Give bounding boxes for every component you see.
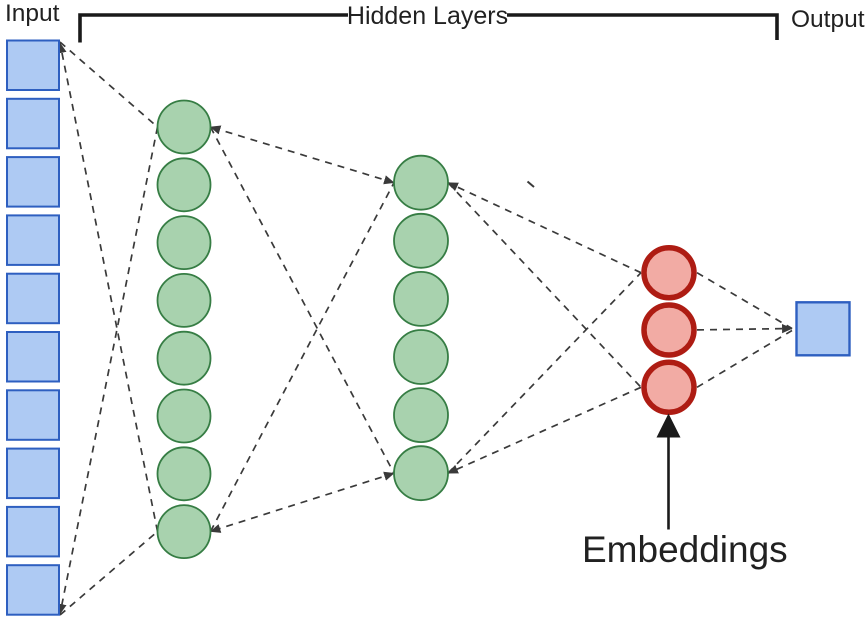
hidden1-neuron <box>156 504 212 559</box>
output-layer-group <box>795 301 851 357</box>
connector-line <box>447 182 642 388</box>
connector-line <box>57 126 159 615</box>
hidden1-neuron <box>156 157 212 213</box>
hidden1-neuron <box>156 388 212 444</box>
hidden2-neuron <box>393 329 449 385</box>
connector-line <box>209 182 395 532</box>
input-node <box>6 331 60 383</box>
hidden-layers-label: Hidden Layers <box>347 2 508 30</box>
hidden1-neuron <box>156 215 212 271</box>
embedding-neuron <box>641 244 697 301</box>
hidden1-neuron <box>156 446 212 502</box>
embeddings-label: Embeddings <box>582 529 788 570</box>
hidden-layer-2-group <box>393 154 449 502</box>
connections-group <box>57 41 793 616</box>
embedding-neuron <box>641 302 697 358</box>
embedding-neuron <box>641 359 697 416</box>
input-node <box>6 272 60 325</box>
connector-line <box>696 271 793 330</box>
input-layer-group <box>6 39 60 616</box>
connector-line <box>447 272 642 474</box>
input-node <box>6 214 60 266</box>
hidden2-neuron <box>393 270 449 327</box>
input-node <box>6 505 60 558</box>
stray-mark <box>526 180 535 188</box>
hidden1-neuron <box>156 272 212 328</box>
input-node <box>6 97 60 150</box>
connector-line <box>696 329 793 389</box>
hidden1-neuron <box>156 99 212 155</box>
embeddings-arrow <box>656 413 681 530</box>
connector-line <box>209 471 395 533</box>
connector-line <box>447 386 642 474</box>
connector-line <box>696 324 793 334</box>
hidden-layers-bracket-right <box>507 13 779 40</box>
hidden2-neuron <box>393 445 449 502</box>
connector-line <box>57 42 159 532</box>
connector-line <box>209 126 395 474</box>
connector-line <box>209 125 395 185</box>
hidden-layer-1-group <box>156 99 212 559</box>
hidden-layers-bracket-left <box>78 13 348 43</box>
input-node <box>6 564 60 616</box>
input-node <box>6 389 60 441</box>
hidden2-neuron <box>393 154 449 211</box>
connector-line <box>59 41 159 128</box>
connector-line <box>447 181 642 274</box>
input-node <box>6 156 60 208</box>
connector-line <box>59 530 159 616</box>
input-node <box>6 39 60 91</box>
hidden2-neuron <box>393 212 449 269</box>
input-node <box>6 447 60 500</box>
hidden1-neuron <box>156 330 212 386</box>
embeddings-layer-group <box>641 244 697 416</box>
hidden2-neuron <box>393 387 449 444</box>
input-label: Input <box>5 0 60 27</box>
output-node <box>795 301 851 357</box>
embeddings-arrowhead-icon <box>656 413 681 438</box>
output-label: Output <box>791 6 865 33</box>
